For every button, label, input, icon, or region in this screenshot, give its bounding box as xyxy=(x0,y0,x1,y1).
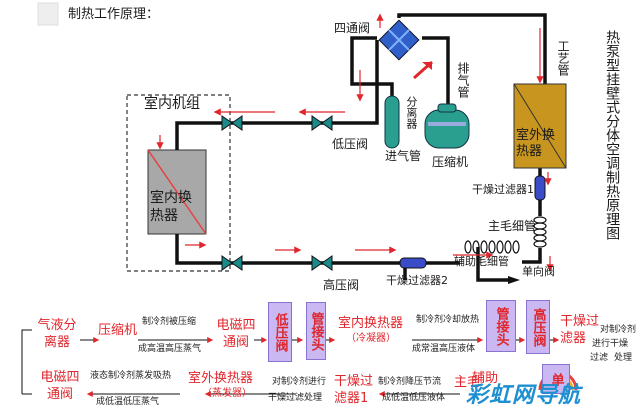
flow-note-3d: 处理 xyxy=(614,353,633,363)
label-high-pressure-valve: 高压阀 xyxy=(323,278,360,292)
flow-note-6a: 制冷剂降压节流 xyxy=(378,377,442,387)
label-capillary: 主毛细管 xyxy=(488,219,537,233)
flow-em-valve-2: 电磁四通阀 xyxy=(40,370,80,402)
flow-note-5b: 干燥过滤处理 xyxy=(268,393,323,403)
flow-fitting-b: 管接头 xyxy=(486,300,516,352)
flow-note-2a: 制冷剂冷却放热 xyxy=(416,315,480,325)
label-dryer-filter-1: 干燥过滤器1 xyxy=(472,183,534,196)
flow-note-4a: 液态制冷剂蒸发吸热 xyxy=(90,371,172,381)
label-check-valve: 单向阀 xyxy=(522,265,555,278)
flow-hp-valve: 高压阀 xyxy=(526,300,550,354)
flow-arrows xyxy=(156,13,554,272)
four-way-valve xyxy=(378,19,420,61)
aux-capillary-coil xyxy=(464,240,520,254)
compressor xyxy=(424,103,470,149)
label-separator: 分离器 xyxy=(404,96,418,129)
capillary-coil xyxy=(533,216,547,248)
watermark-text: 彩虹网导航 xyxy=(466,383,582,408)
separator xyxy=(384,95,400,149)
flow-note-2b: 成常温高压液体 xyxy=(412,344,476,354)
check-valve xyxy=(508,276,520,284)
label-discharge-pipe: 排气管 xyxy=(455,62,470,98)
label-suction-pipe: 进气管 xyxy=(385,149,422,163)
flow-note-5a: 对制冷剂进行 xyxy=(272,377,327,387)
flow-check-valve: 单 xyxy=(542,364,570,394)
label-outdoor-hx: 室外换热器 xyxy=(516,128,556,160)
valve-indoor-top xyxy=(221,115,243,131)
side-title: 热泵型挂壁式分体空调制热原理图 xyxy=(604,30,621,240)
label-aux-capillary: 辅助毛细管 xyxy=(454,255,509,268)
flow-note-4b: 成低温低压蒸气 xyxy=(96,397,160,407)
flow-note-3c: 过滤 xyxy=(590,353,609,363)
flow-fitting-a: 管接头 xyxy=(306,302,326,360)
dryer-filter-1 xyxy=(534,175,546,201)
flow-note-6b: 成低温低压液体 xyxy=(382,393,446,403)
flow-note-1b: 成高温高压蒸气 xyxy=(138,344,202,354)
label-process-pipe: 工艺管 xyxy=(555,40,570,76)
flow-note-1a: 制冷剂被压缩 xyxy=(142,317,197,327)
page-title: 制热工作原理： xyxy=(68,7,160,22)
label-indoor-unit: 室内机组 xyxy=(144,96,200,112)
flow-lp-valve: 低压阀 xyxy=(268,302,292,362)
flow-indoor-hx-sub: （冷凝器） xyxy=(346,333,396,344)
dryer-filter-2 xyxy=(399,257,427,269)
flow-indoor-hx: 室内换热器 xyxy=(338,316,404,331)
label-low-pressure-valve: 低压阀 xyxy=(332,137,369,151)
flow-outdoor-hx-sub: （蒸发器） xyxy=(202,388,252,399)
flow-note-3a: 对制冷剂 xyxy=(600,325,637,335)
flow-dryer-2: 干燥过滤器1 xyxy=(334,374,374,406)
high-pressure-valve xyxy=(311,255,333,271)
flow-main-cap-partial: 主毛 xyxy=(454,375,481,390)
label-dryer-filter-2: 干燥过滤器2 xyxy=(386,274,448,287)
pipes xyxy=(175,13,547,282)
flow-aux-cap: 辅助 xyxy=(472,371,499,386)
flow-dryer: 干燥过滤器 xyxy=(560,314,600,346)
valve-indoor-bottom xyxy=(221,255,243,271)
low-pressure-valve xyxy=(311,115,333,131)
flow-gas-liquid-separator: 气液分离器 xyxy=(37,318,77,350)
label-four-way-valve: 四通阀 xyxy=(334,21,371,35)
label-compressor: 压缩机 xyxy=(432,155,469,169)
flow-outdoor-hx: 室外换热器 xyxy=(188,371,254,386)
indoor-unit-boundary xyxy=(126,94,231,272)
flow-compressor: 压缩机 xyxy=(98,323,138,338)
flow-connectors xyxy=(80,337,560,397)
flow-note-3b: 进行干燥 xyxy=(592,339,629,349)
flow-em-valve-1: 电磁四通阀 xyxy=(216,318,256,350)
header-icon xyxy=(37,2,59,26)
label-indoor-hx: 室内换热器 xyxy=(150,190,192,224)
